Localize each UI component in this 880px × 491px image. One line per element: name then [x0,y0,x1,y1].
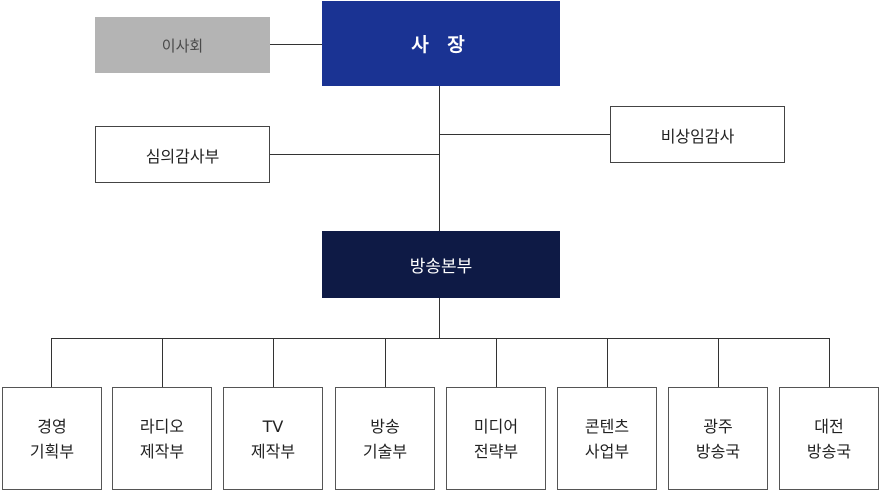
dept-line2: 전략부 [473,441,519,461]
dept-line1: 미디어 [473,416,519,436]
dept-line1: TV [262,416,284,436]
connector-dept-bus [51,338,830,339]
audit-dept-box: 심의감사부 [95,126,270,183]
auditor-box: 비상임감사 [610,106,785,163]
dept-line2: 방송국 [806,441,852,461]
dept-box-7: 광주 방송국 [668,387,768,490]
dept-line1: 방송 [370,416,400,436]
dept-line2: 기획부 [29,441,75,461]
dept-line1: 라디오 [139,416,185,436]
dept-box-2: 라디오 제작부 [112,387,212,490]
dept-box-6: 콘텐츠 사업부 [557,387,657,490]
dept-line2: 제작부 [139,441,185,461]
connector-dept-2 [162,338,163,387]
audit-dept-label: 심의감사부 [145,146,220,166]
dept-line2: 기술부 [362,441,408,461]
dept-line1: 대전 [814,416,844,436]
hq-box: 방송본부 [322,231,560,298]
connector-dept-7 [718,338,719,387]
dept-box-3: TV 제작부 [223,387,323,490]
board-box: 이사회 [95,17,270,73]
dept-line2: 사업부 [584,441,630,461]
dept-line1: 광주 [703,416,733,436]
connector-board-ceo [270,44,322,45]
connector-ceo-hq [439,86,440,231]
dept-box-1: 경영 기획부 [2,387,102,490]
dept-box-8: 대전 방송국 [779,387,879,490]
connector-dept-6 [607,338,608,387]
board-label: 이사회 [161,36,204,55]
dept-box-5: 미디어 전략부 [446,387,546,490]
dept-line1: 콘텐츠 [584,416,630,436]
connector-hq-down [439,298,440,338]
connector-dept-4 [385,338,386,387]
ceo-box: 사 장 [322,1,560,86]
dept-line2: 방송국 [695,441,741,461]
dept-line1: 경영 [37,416,67,436]
connector-dept-3 [273,338,274,387]
connector-dept-1 [51,338,52,387]
dept-line2: 제작부 [250,441,296,461]
ceo-label: 사 장 [411,34,471,56]
connector-auditor [439,134,610,135]
dept-box-4: 방송 기술부 [335,387,435,490]
connector-dept-5 [496,338,497,387]
connector-dept-8 [829,338,830,387]
auditor-label: 비상임감사 [660,126,735,146]
connector-audit-dept [270,154,439,155]
hq-label: 방송본부 [409,257,473,277]
